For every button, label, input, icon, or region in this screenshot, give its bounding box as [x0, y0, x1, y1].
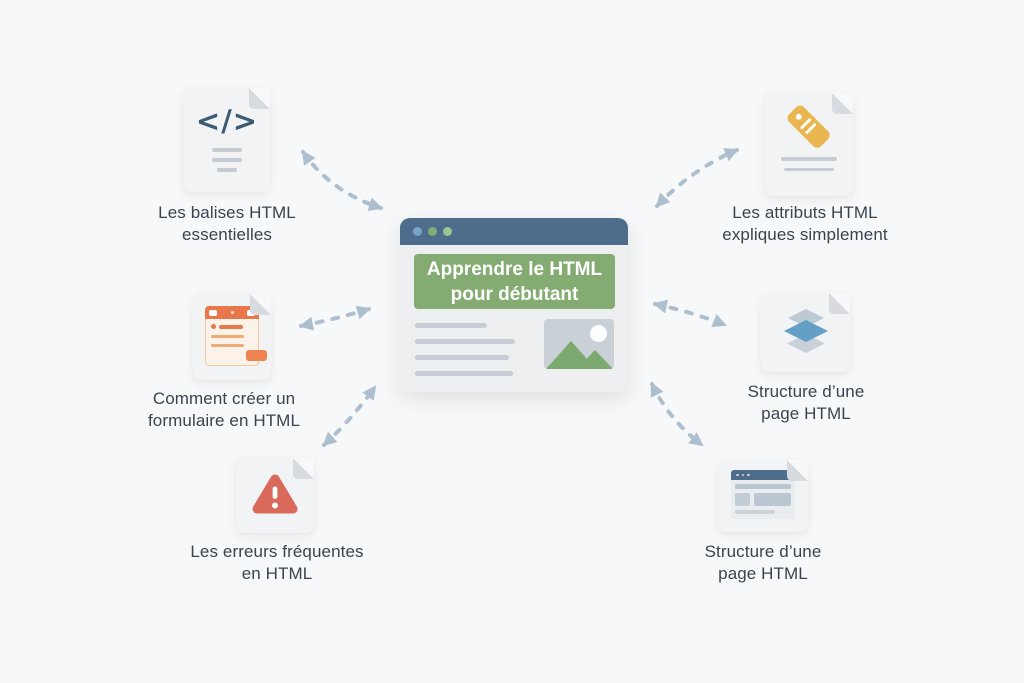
text-line — [415, 323, 487, 328]
form-field-line — [211, 344, 244, 347]
arrow-top-right — [655, 148, 739, 208]
label-line: Structure d’une — [704, 542, 822, 561]
warning-triangle-icon — [252, 474, 298, 514]
tag-file-icon — [765, 93, 853, 196]
form-icon — [205, 306, 267, 368]
layers-file-icon — [761, 293, 850, 372]
code-file-icon: </> — [184, 88, 270, 192]
central-browser-window: Apprendre le HTML pour débutant — [400, 218, 628, 392]
mini-browser-bar — [731, 470, 795, 480]
doc-line — [217, 168, 237, 172]
label-line: Comment créer un — [152, 389, 296, 408]
mini-blocks — [735, 493, 791, 506]
mini-block-square — [735, 493, 750, 506]
label-line: Structure d’une — [747, 382, 865, 401]
doc-line — [212, 148, 242, 152]
label-line: formulaire en HTML — [147, 411, 300, 430]
mini-dot — [736, 473, 739, 477]
window-dot-lightgreen-icon — [443, 227, 452, 236]
label-structure-1: Structure d’une page HTML — [686, 381, 926, 425]
form-field-line — [219, 324, 243, 329]
form-header-dot — [230, 311, 234, 314]
form-header-square — [247, 309, 255, 316]
mini-browser-body — [731, 480, 795, 519]
label-attributs: Les attributs HTML expliques simplement — [675, 202, 935, 246]
text-line — [415, 371, 513, 376]
page-title: Apprendre le HTML pour débutant — [426, 258, 603, 305]
arrow-top-left — [301, 150, 383, 212]
mini-block-rect — [754, 493, 791, 506]
label-formulaire: Comment créer un formulaire en HTML — [104, 388, 344, 432]
doc-text-lines — [212, 148, 242, 172]
warning-file-icon — [236, 458, 314, 533]
form-bullet — [211, 324, 216, 329]
image-placeholder-icon — [544, 319, 614, 369]
browser-content — [415, 319, 614, 376]
arrow-bottom-right — [650, 382, 704, 447]
label-line: essentielles — [181, 225, 273, 244]
code-glyph: </> — [195, 104, 259, 138]
mini-line — [735, 484, 791, 489]
form-field-row — [211, 324, 253, 329]
label-line: Les balises HTML — [158, 203, 296, 222]
form-file-icon — [193, 294, 271, 380]
mountains-icon — [546, 341, 613, 369]
label-line: Les erreurs fréquentes — [190, 542, 364, 561]
arrow-middle-left — [298, 305, 372, 331]
hero-banner: Apprendre le HTML pour débutant — [414, 254, 615, 309]
mini-dot — [741, 473, 744, 477]
form-header — [205, 306, 259, 319]
mini-line — [735, 510, 775, 514]
text-line — [415, 355, 509, 360]
webpage-file-icon — [718, 460, 808, 532]
label-line: Les attributs HTML — [732, 203, 878, 222]
text-line — [415, 339, 515, 344]
browser-titlebar — [400, 218, 628, 245]
arrow-middle-right — [652, 299, 727, 328]
label-line: page HTML — [718, 564, 808, 583]
window-dot-green-icon — [428, 227, 437, 236]
layers-icon — [783, 309, 828, 353]
form-field-line — [211, 335, 244, 338]
sun-icon — [590, 325, 607, 342]
label-line: page HTML — [761, 404, 851, 423]
doc-line — [212, 158, 242, 162]
label-line: expliques simplement — [722, 225, 888, 244]
arrow-bottom-left — [322, 385, 377, 447]
label-balises: Les balises HTML essentielles — [107, 202, 347, 246]
doc-text-lines — [781, 157, 837, 171]
form-header-square — [209, 309, 217, 316]
doc-line — [781, 157, 837, 161]
window-dot-blue-icon — [413, 227, 422, 236]
label-erreurs: Les erreurs fréquentes en HTML — [147, 541, 407, 585]
label-line: en HTML — [241, 564, 313, 583]
mini-browser-icon — [731, 470, 795, 519]
form-submit-button-icon — [246, 350, 267, 361]
label-structure-2: Structure d’une page HTML — [643, 541, 883, 585]
mini-dot — [747, 473, 750, 477]
text-placeholder-lines — [415, 319, 515, 376]
tag-icon — [787, 105, 830, 148]
doc-line — [784, 167, 834, 171]
